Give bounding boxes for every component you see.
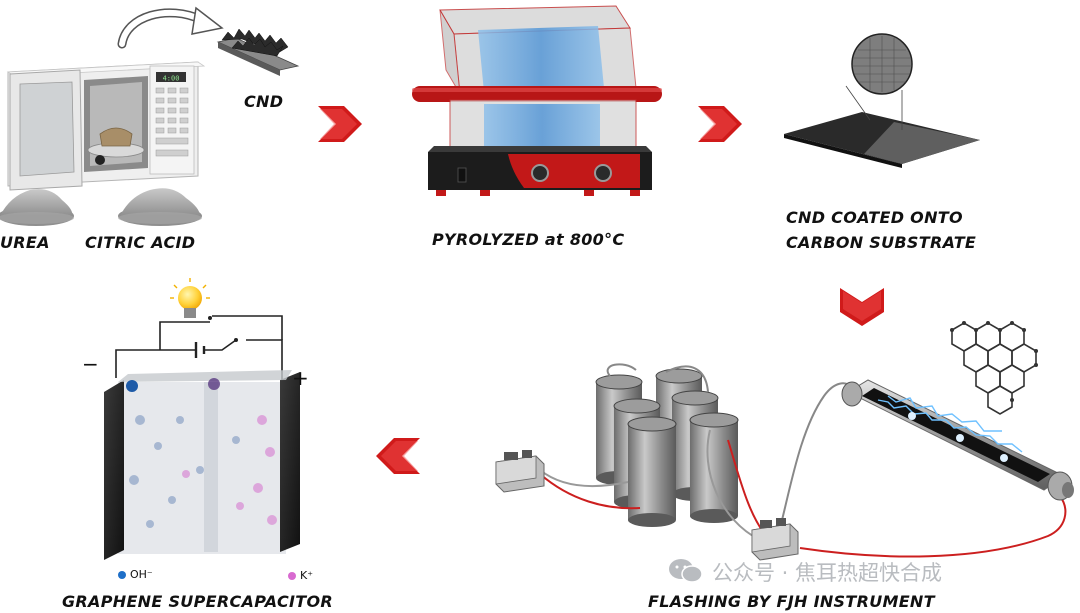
arrow-left-icon — [376, 438, 420, 474]
label-oh: OH⁻ — [130, 568, 153, 581]
oh-ion-dot — [118, 571, 126, 579]
label-urea: UREA — [0, 233, 50, 252]
terminal-plus: + — [292, 366, 309, 390]
carbon-substrate — [784, 33, 980, 168]
fjh-quartz-tube — [841, 379, 1074, 501]
microwave-display: 4:00 — [163, 75, 180, 83]
arrow-down-icon — [840, 288, 884, 326]
watermark: 公众号 · 焦耳热超快合成 — [666, 556, 1046, 586]
label-supercapacitor: GRAPHENE SUPERCAPACITOR — [62, 592, 333, 611]
cnd-tray — [216, 28, 300, 76]
label-cnd: CND — [244, 92, 284, 111]
supercapacitor-circuit — [115, 315, 283, 380]
switch-box-left — [495, 450, 545, 493]
graphene-lattice-icon — [951, 322, 1037, 415]
citric-acid-powder-mound — [118, 188, 202, 226]
label-flashing: FLASHING BY FJH INSTRUMENT — [648, 592, 935, 611]
label-coated-line1: CND COATED ONTO — [786, 208, 963, 227]
wechat-icon — [669, 559, 703, 583]
supercapacitor-cell — [104, 370, 300, 560]
watermark-text: 公众号 · 焦耳热超快合成 — [712, 561, 943, 585]
terminal-minus: − — [82, 352, 99, 376]
arrow-icon — [318, 106, 362, 142]
switch-box-right — [751, 518, 799, 561]
curved-arrow-icon — [117, 6, 224, 49]
urea-powder-mound — [0, 189, 74, 226]
label-citric-acid: CITRIC ACID — [85, 233, 196, 252]
microwave-oven: 4:00 — [6, 61, 206, 191]
label-k: K⁺ — [300, 569, 314, 582]
tube-furnace — [412, 5, 662, 196]
label-coated-line2: CARBON SUBSTRATE — [786, 233, 977, 252]
label-pyrolyzed: PYROLYZED at 800°C — [432, 230, 625, 249]
wires — [539, 363, 1067, 558]
capacitor-bank — [595, 368, 739, 527]
arrow-icon — [698, 106, 742, 142]
light-bulb-icon — [170, 278, 210, 318]
k-ion-dot — [288, 572, 296, 580]
